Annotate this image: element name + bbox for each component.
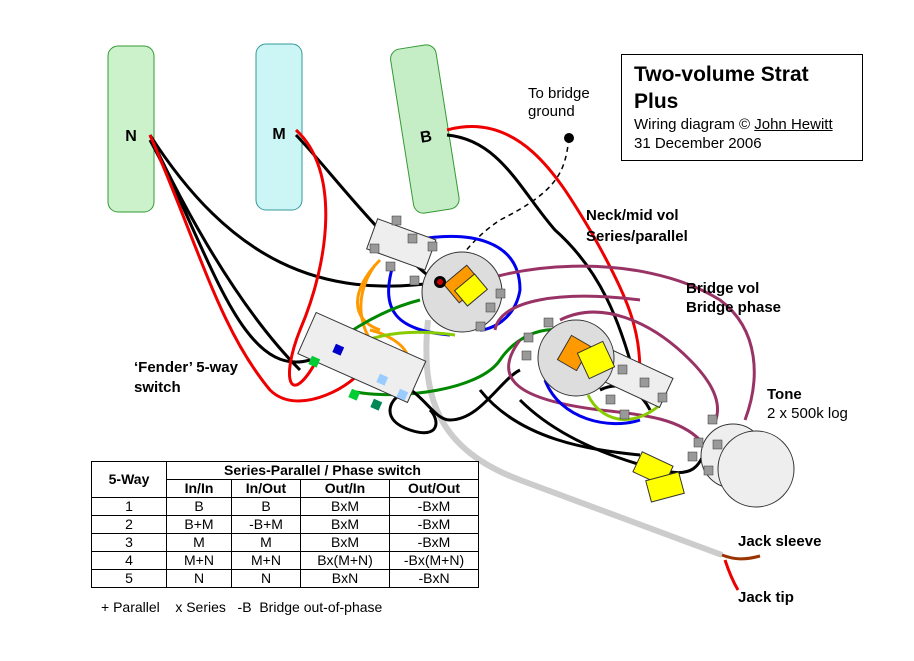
neck-mid-vol-label-2: Series/parallel — [586, 228, 688, 245]
title-box: Two-volume Strat Plus Wiring diagram © J… — [621, 54, 863, 161]
table-cell: BxM — [300, 497, 390, 516]
table-header-row: 5-Way Series-Parallel / Phase switch — [91, 461, 479, 498]
table-cell: -BxM — [389, 533, 479, 552]
table-cell: Bx(M+N) — [300, 551, 390, 570]
solder-lugs — [369, 215, 723, 476]
table-cell: B — [166, 497, 232, 516]
tone-label-2: 2 x 500k log — [767, 405, 848, 422]
tone-pot — [632, 423, 795, 508]
bridge-volume-pot — [537, 319, 674, 409]
table-cell: BxN — [300, 569, 390, 588]
credit: Wiring diagram © John Hewitt — [634, 115, 850, 134]
neck-mid-volume-pot — [366, 218, 503, 333]
table-cell: 3 — [91, 533, 167, 552]
neck-pickup: N — [107, 45, 155, 213]
table-cell: B+M — [166, 515, 232, 534]
table-cell: -BxM — [389, 497, 479, 516]
table-cell: M — [231, 533, 301, 552]
switch-label-2: switch — [134, 379, 181, 396]
switch-label-1: ‘Fender’ 5-way — [134, 359, 238, 376]
table-row: 4 M+N M+N Bx(M+N) -Bx(M+N) — [91, 551, 479, 570]
jack-tip-label: Jack tip — [738, 589, 794, 606]
table-cell: N — [231, 569, 301, 588]
credit-prefix: Wiring diagram © — [634, 116, 755, 133]
table-cell: -BxN — [389, 569, 479, 588]
table-row: 2 B+M -B+M BxM -BxM — [91, 515, 479, 534]
table-row: 1 B B BxM -BxM — [91, 497, 479, 516]
bridge-pickup: B — [390, 44, 460, 214]
title-line-2: Plus — [634, 90, 679, 113]
group-header: Series-Parallel / Phase switch — [166, 461, 479, 480]
bridge-ground-point — [564, 133, 574, 143]
bridge-pickup-label: B — [419, 128, 433, 147]
col-header-5way: 5-Way — [91, 461, 167, 498]
table-cell: -B+M — [231, 515, 301, 534]
sub-header: In/In — [166, 479, 232, 498]
middle-pickup: M — [255, 43, 303, 211]
five-way-switch — [297, 311, 427, 411]
bridge-vol-label-2: Bridge phase — [686, 299, 782, 316]
table-cell: B — [231, 497, 301, 516]
switching-table: 5-Way Series-Parallel / Phase switch In/… — [91, 461, 479, 588]
title-date: 31 December 2006 — [634, 135, 762, 152]
table-cell: 4 — [91, 551, 167, 570]
jack-sleeve-label: Jack sleeve — [738, 533, 822, 550]
middle-pickup-label: M — [272, 126, 285, 143]
sub-header: In/Out — [231, 479, 301, 498]
table-cell: 2 — [91, 515, 167, 534]
table-cell: -Bx(M+N) — [389, 551, 479, 570]
table-cell: -BxM — [389, 515, 479, 534]
table-cell: M — [166, 533, 232, 552]
credit-author: John Hewitt — [754, 116, 833, 133]
table-cell: BxM — [300, 515, 390, 534]
bridge-ground-label-1: To bridge — [528, 85, 590, 102]
sub-header: Out/Out — [389, 479, 479, 498]
table-legend: + Parallel x Series -B Bridge out-of-pha… — [101, 599, 383, 615]
neck-pickup-label: N — [125, 128, 137, 145]
table-cell: 5 — [91, 569, 167, 588]
table-cell: N — [166, 569, 232, 588]
table-cell: BxM — [300, 533, 390, 552]
sub-header: Out/In — [300, 479, 390, 498]
table-row: 5 N N BxN -BxN — [91, 569, 479, 588]
neck-mid-vol-label-1: Neck/mid vol — [586, 207, 679, 224]
table-cell: 1 — [91, 497, 167, 516]
jack-cable — [423, 319, 724, 558]
title-line-1: Two-volume Strat — [634, 63, 809, 86]
bridge-vol-label-1: Bridge vol — [686, 280, 760, 297]
table-cell: M+N — [231, 551, 301, 570]
bridge-ground-label-2: ground — [528, 103, 575, 120]
table-cell: M+N — [166, 551, 232, 570]
table-row: 3 M M BxM -BxM — [91, 533, 479, 552]
tone-label-1: Tone — [767, 386, 802, 403]
